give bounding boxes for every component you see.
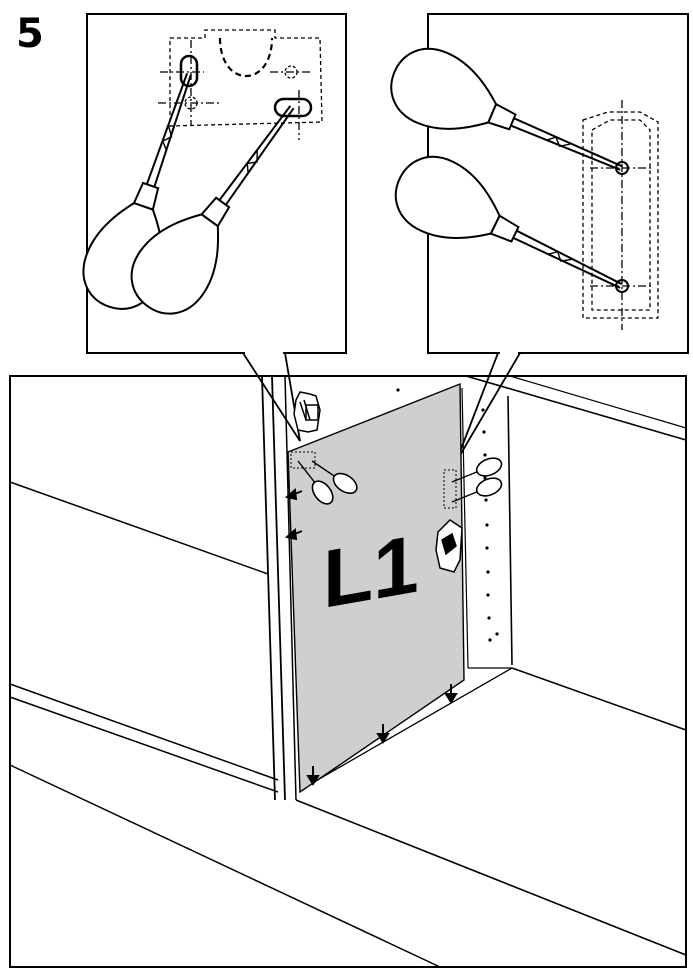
down-arrow-icon <box>444 684 458 704</box>
panel-label: L1 <box>323 517 419 626</box>
step-number: 5 <box>16 11 44 57</box>
left-arrow-icon <box>284 487 303 501</box>
back-panel <box>287 382 465 794</box>
hand-icon <box>293 391 321 433</box>
down-arrow-icon <box>306 766 320 786</box>
cabinet-scene <box>9 375 687 968</box>
callout-pointer-right <box>455 352 522 463</box>
down-arrow-icon <box>376 724 390 744</box>
hand-icon <box>435 519 463 573</box>
fitting-plate-icon <box>158 29 323 140</box>
detail-box-right <box>378 13 689 354</box>
detail-box-left <box>71 13 347 354</box>
shelf-holes <box>396 388 499 642</box>
left-arrow-icon <box>284 527 303 541</box>
callout-pointer-left <box>241 352 301 442</box>
